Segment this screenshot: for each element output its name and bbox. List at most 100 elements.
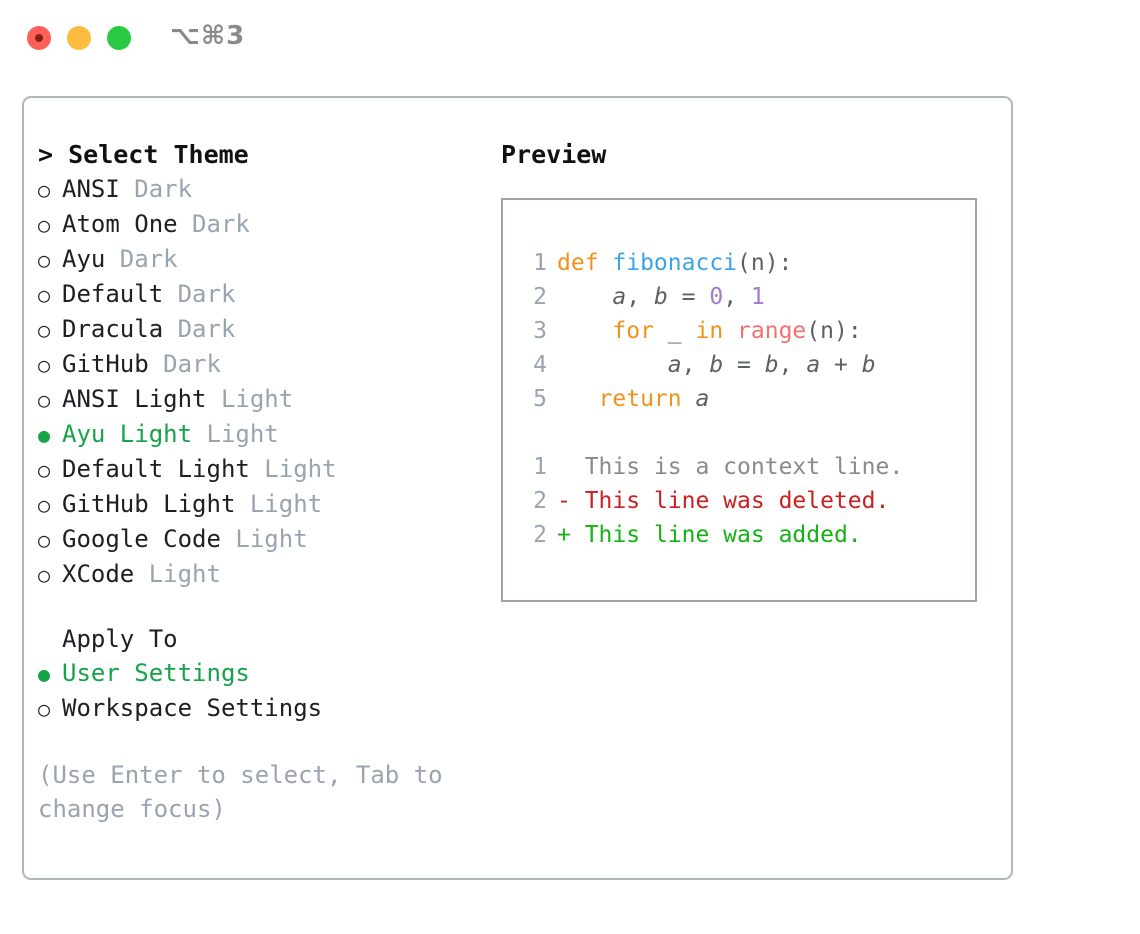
maximize-window-button[interactable] (107, 26, 131, 50)
select-theme-heading: > Select Theme (38, 140, 249, 169)
apply-to-label: User Settings (62, 659, 250, 687)
theme-option[interactable]: ○ ANSI Dark (38, 172, 478, 207)
theme-name: ANSI (62, 175, 120, 203)
code-token (723, 318, 737, 344)
diff-line: 2+ This line was added. (517, 518, 975, 552)
code-token: , (681, 352, 710, 378)
code-diff-spacer (517, 416, 975, 450)
theme-option[interactable]: ○ Google Code Light (38, 522, 478, 557)
code-token: a (806, 352, 821, 378)
theme-name: Dracula (62, 315, 164, 343)
radio-unselected-icon: ○ (38, 493, 51, 517)
radio-unselected-icon: ○ (38, 458, 51, 482)
theme-option[interactable]: ○Default Dark (38, 277, 478, 312)
radio-unselected-icon: ○ (38, 248, 51, 272)
close-window-button[interactable] (27, 26, 51, 50)
theme-kind-label: Dark (163, 315, 236, 343)
theme-option[interactable]: ○ GitHub Light Light (38, 487, 478, 522)
radio-selected-icon: ● (38, 662, 51, 686)
theme-name: Ayu (62, 245, 106, 273)
code-token: (n): (737, 250, 793, 276)
theme-name: XCode (62, 560, 135, 588)
radio-selected-icon: ● (38, 423, 51, 447)
theme-name: Google Code (62, 525, 221, 553)
diff-marker (557, 454, 585, 480)
theme-kind-label: Light (134, 560, 221, 588)
code-token (557, 318, 612, 344)
radio-unselected-icon: ○ (38, 178, 51, 202)
theme-option[interactable]: ○Ayu Dark (38, 242, 478, 277)
theme-kind-label: Light (249, 455, 337, 483)
theme-option[interactable]: ● Ayu Light Light (38, 417, 478, 452)
line-number: 4 (533, 352, 547, 378)
keyboard-hint-text: (Use Enter to select, Tab to change focu… (38, 761, 458, 823)
code-token: in (695, 318, 724, 344)
code-token: b (764, 352, 779, 378)
code-token: , (626, 284, 654, 310)
preview-heading: Preview (501, 140, 607, 169)
apply-to-option[interactable]: ○Workspace Settings (38, 691, 478, 726)
line-number: 2 (533, 522, 547, 548)
diff-marker: + (557, 522, 585, 548)
line-number: 3 (533, 318, 547, 344)
code-token: 1 (750, 284, 765, 310)
apply-to-heading: Apply To (62, 625, 178, 653)
theme-name: ANSI Light (62, 385, 207, 413)
apply-to-section: Apply To ● User Settings ○Workspace Settin… (38, 622, 478, 726)
diff-line: 2- This line was deleted. (517, 484, 975, 518)
theme-option[interactable]: ○ XCode Light (38, 557, 478, 592)
code-token: , (723, 284, 751, 310)
minimize-window-button[interactable] (67, 26, 91, 50)
theme-option[interactable]: ○ Default Light Light (38, 452, 478, 487)
radio-unselected-icon: ○ (38, 353, 51, 377)
theme-option[interactable]: ○ ANSI Light Light (38, 382, 478, 417)
code-token: b (653, 284, 668, 310)
radio-unselected-icon: ○ (38, 563, 51, 587)
traffic-lights (27, 26, 131, 50)
code-line: 2 a, b = 0, 1 (517, 280, 975, 314)
code-line: 5 return a (517, 382, 975, 416)
radio-unselected-icon: ○ (38, 283, 51, 307)
code-token: a (667, 352, 682, 378)
code-line: 4 a, b = b, a + b (517, 348, 975, 382)
apply-to-option[interactable]: ● User Settings (38, 656, 478, 691)
code-token: = (667, 284, 710, 310)
theme-name: GitHub Light (62, 490, 236, 518)
main-panel: > Select Theme ○ANSI Dark○Atom One Dark○… (22, 96, 1013, 880)
line-number: 5 (533, 386, 547, 412)
theme-option[interactable]: ○GitHub Dark (38, 347, 478, 382)
diff-line: 1 This is a context line. (517, 450, 975, 484)
theme-kind-label: Light (220, 525, 308, 553)
code-token: a (695, 386, 710, 412)
theme-kind-label: Light (192, 420, 279, 448)
theme-name: Default Light (62, 455, 250, 483)
theme-selection-column: > Select Theme ○ANSI Dark○Atom One Dark○… (38, 138, 478, 826)
code-token (557, 284, 612, 310)
code-token: , (778, 352, 807, 378)
radio-unselected-icon: ○ (38, 213, 51, 237)
theme-name: Atom One (62, 210, 178, 238)
code-token: + (820, 352, 862, 378)
theme-kind-label: Light (235, 490, 323, 518)
theme-list: ○ANSI Dark○Atom One Dark○Ayu Dark○Defaul… (38, 172, 478, 592)
title-bar: ⌥⌘3 (0, 0, 1140, 78)
code-token: fibonacci (612, 250, 738, 276)
radio-unselected-icon: ○ (38, 388, 51, 412)
keyboard-shortcut-label: ⌥⌘3 (170, 21, 246, 51)
theme-option[interactable]: ○ Atom One Dark (38, 207, 478, 242)
theme-name: Ayu Light (62, 420, 193, 448)
theme-kind-label: Dark (177, 210, 250, 238)
theme-kind-label: Dark (148, 350, 221, 378)
theme-kind-label: Light (206, 385, 294, 413)
theme-kind-label: Dark (119, 175, 193, 203)
apply-to-list: ● User Settings ○Workspace Settings (38, 656, 478, 726)
theme-option[interactable]: ○ Dracula Dark (38, 312, 478, 347)
radio-unselected-icon: ○ (38, 318, 51, 342)
code-line: 3 for _ in range(n): (517, 314, 975, 348)
radio-unselected-icon: ○ (38, 528, 51, 552)
code-token: range (737, 318, 807, 344)
